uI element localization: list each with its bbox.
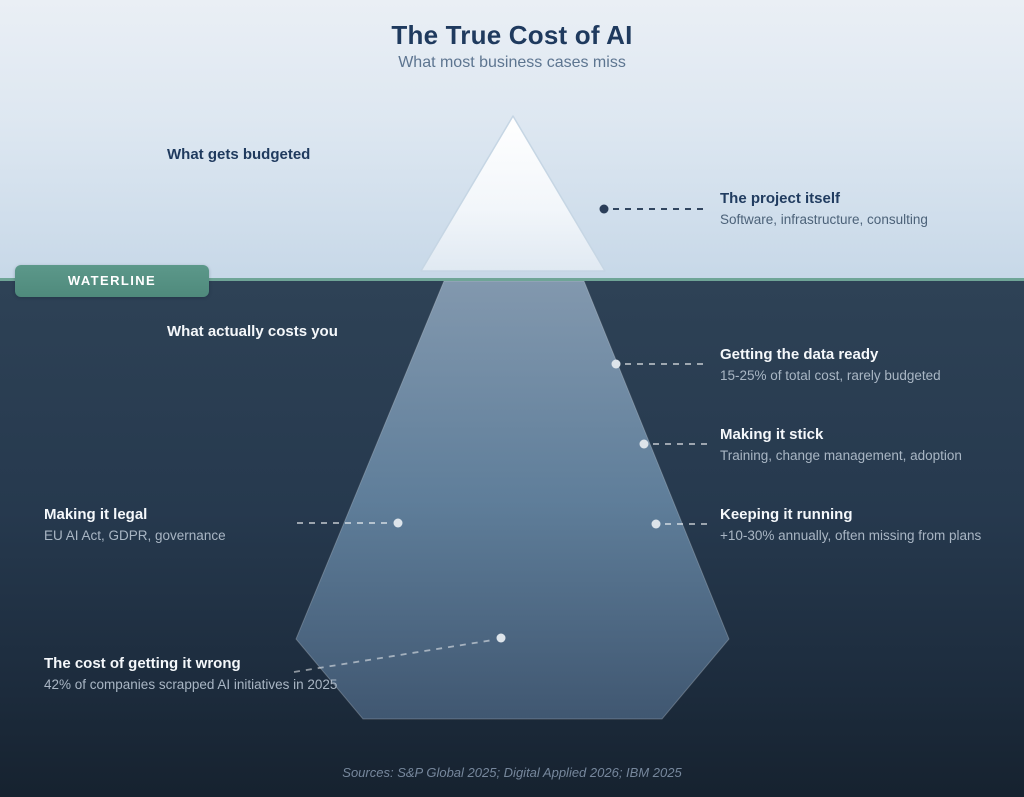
callout-making-it-legal: Making it legal EU AI Act, GDPR, governa…	[44, 505, 354, 546]
callout-keeping-it-running: Keeping it running +10-30% annually, oft…	[720, 505, 1024, 546]
zone-label-below-water: What actually costs you	[167, 323, 338, 340]
callout-title: Making it stick	[720, 426, 824, 443]
connector-dot-project	[599, 204, 609, 214]
callout-subtitle: +10-30% annually, often missing from pla…	[720, 528, 982, 543]
callout-title: Getting the data ready	[720, 346, 879, 363]
page-subtitle: What most business cases miss	[398, 54, 626, 71]
callout-subtitle: EU AI Act, GDPR, governance	[44, 528, 226, 543]
connector-dot-wrong	[496, 633, 506, 643]
callout-title: The cost of getting it wrong	[44, 655, 241, 672]
waterline-badge: WATERLINE	[15, 265, 209, 297]
callout-subtitle: Software, infrastructure, consulting	[720, 212, 928, 227]
waterline-divider	[0, 278, 1024, 281]
connector-dot-data	[611, 359, 621, 369]
connector-dot-legal	[393, 518, 403, 528]
callout-title: Keeping it running	[720, 506, 853, 523]
zone-label-above-water: What gets budgeted	[167, 146, 311, 163]
callout-project-itself: The project itself Software, infrastruct…	[720, 189, 1024, 230]
callout-data-ready: Getting the data ready 15-25% of total c…	[720, 345, 1024, 386]
callout-cost-of-wrong: The cost of getting it wrong 42% of comp…	[44, 654, 354, 695]
callout-subtitle: Training, change management, adoption	[720, 448, 962, 463]
callout-title: Making it legal	[44, 506, 148, 523]
iceberg-submerged-body	[295, 280, 730, 720]
page-title: The True Cost of AI	[391, 20, 633, 50]
connector-dot-running	[651, 519, 661, 529]
connector-dot-stick	[639, 439, 649, 449]
sources-note: Sources: S&P Global 2025; Digital Applie…	[342, 765, 682, 780]
iceberg-tip	[420, 115, 606, 272]
callout-subtitle: 42% of companies scrapped AI initiatives…	[44, 677, 338, 692]
callout-making-it-stick: Making it stick Training, change managem…	[720, 425, 1024, 466]
callout-title: The project itself	[720, 190, 841, 207]
callout-subtitle: 15-25% of total cost, rarely budgeted	[720, 368, 941, 383]
connector-line-wrong	[293, 639, 494, 673]
